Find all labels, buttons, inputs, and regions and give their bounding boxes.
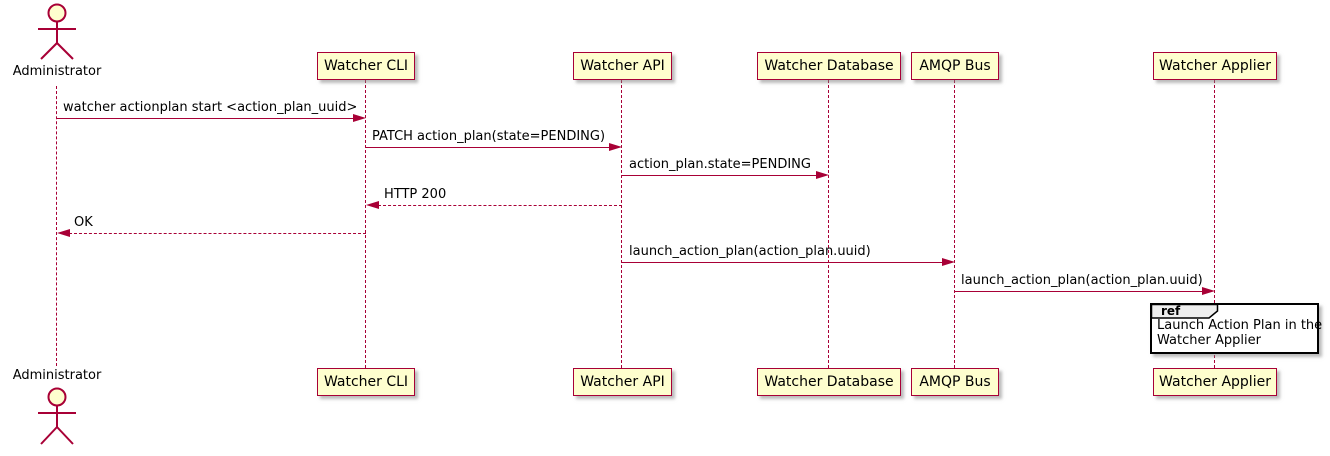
actor-label-top: Administrator [12,64,102,79]
actor-label-bottom: Administrator [12,368,102,383]
arrowhead-left-5 [57,229,70,237]
participant-watcher-applier-bottom: Watcher Applier [1153,368,1277,396]
ref-fragment: ref Launch Action Plan in the Watcher Ap… [1150,303,1323,354]
participant-watcher-api-bottom: Watcher API [573,368,672,396]
ref-text-line2: Watcher Applier [1157,333,1261,348]
participant-watcher-database-bottom: Watcher Database [757,368,901,396]
ref-tab-shape [1150,303,1219,323]
participant-watcher-cli-bottom: Watcher CLI [317,368,415,396]
message-label-1: watcher actionplan start <action_plan_uu… [63,100,358,115]
message-line-6 [622,262,942,263]
lifeline-watcher-cli [365,80,366,368]
participant-watcher-applier-top: Watcher Applier [1153,52,1277,80]
message-line-3 [622,175,817,176]
lifeline-watcher-applier [1214,80,1215,368]
ref-text-line1: Launch Action Plan in the [1157,318,1323,333]
participant-amqp-bus-top: AMQP Bus [911,52,999,80]
arrowhead-right-6 [942,258,955,266]
participant-amqp-bus-bottom: AMQP Bus [911,368,999,396]
message-line-1 [57,118,354,119]
message-line-5 [69,233,366,234]
message-label-5: OK [74,215,93,230]
participant-watcher-cli-top: Watcher CLI [317,52,415,80]
message-line-2 [366,147,610,148]
message-label-3: action_plan.state=PENDING [629,157,811,172]
ref-keyword: ref [1161,304,1181,318]
lifeline-watcher-database [828,80,829,368]
participant-watcher-api-top: Watcher API [573,52,672,80]
message-line-7 [955,291,1202,292]
message-line-4 [378,205,622,206]
actor-icon [27,2,87,66]
message-label-6: launch_action_plan(action_plan.uuid) [629,244,871,259]
arrowhead-right-7 [1202,287,1215,295]
message-label-4: HTTP 200 [384,187,447,202]
message-label-2: PATCH action_plan(state=PENDING) [372,129,606,144]
lifeline-amqp-bus [954,80,955,368]
arrowhead-right-3 [816,171,829,179]
actor-icon-bottom [27,384,87,452]
arrowhead-right-1 [353,114,366,122]
lifeline-watcher-api [621,80,622,368]
arrowhead-right-2 [609,143,622,151]
lifeline-administrator [56,86,57,366]
message-label-7: launch_action_plan(action_plan.uuid) [961,273,1203,288]
arrowhead-left-4 [366,201,379,209]
participant-watcher-database-top: Watcher Database [757,52,901,80]
